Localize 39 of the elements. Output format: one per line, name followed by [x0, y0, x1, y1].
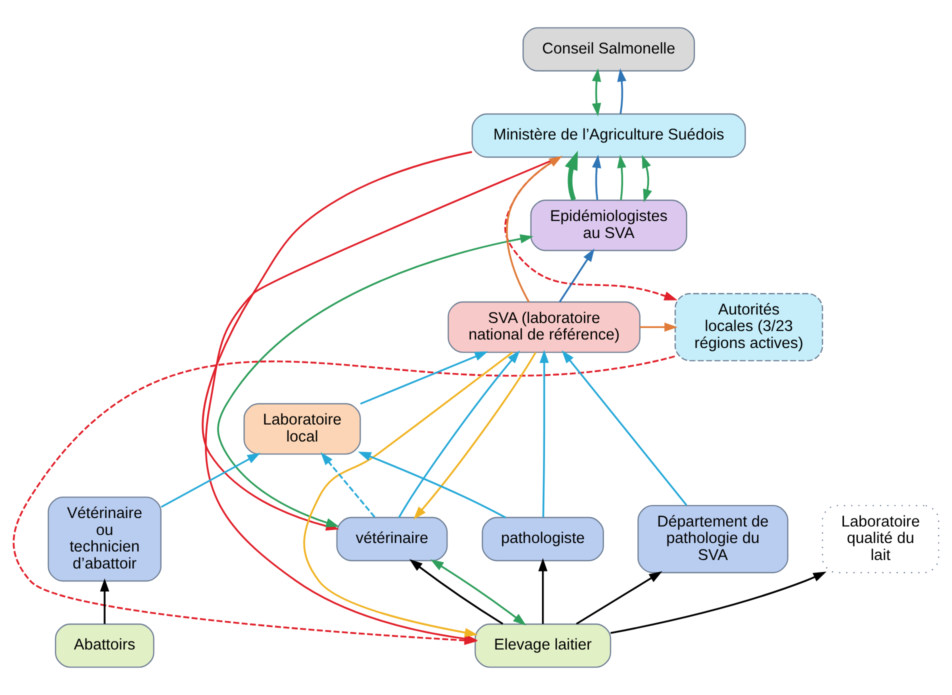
node-box: Autorités locales (3/23 régions actives) — [674, 293, 824, 362]
node-box: Ministère de l’Agriculture Suédois — [472, 113, 746, 158]
node-box: Conseil Salmonelle — [522, 27, 695, 72]
arrow — [640, 322, 678, 332]
node-box: Laboratoire local — [244, 403, 361, 455]
arrow — [358, 452, 506, 518]
arrow — [617, 68, 626, 114]
arrow — [564, 150, 578, 201]
arrow — [562, 350, 688, 506]
arrow — [398, 350, 520, 518]
node-box: pathologiste — [482, 516, 604, 562]
arrow — [540, 350, 549, 518]
node-box: SVA (laboratoire national de référence) — [448, 301, 640, 353]
arrow — [413, 352, 536, 520]
arrow — [430, 559, 526, 626]
arrow — [538, 558, 548, 624]
arrow — [100, 578, 110, 624]
arrow — [217, 234, 534, 528]
node-box: Epidémiologistes au SVA — [530, 200, 688, 252]
node-box: Laboratoire qualité du lait — [822, 504, 940, 574]
arrow — [504, 156, 678, 300]
arrow — [576, 571, 662, 625]
node-box: vétérinaire — [336, 516, 448, 562]
arrow — [320, 452, 376, 518]
node-box: Abattoirs — [54, 624, 154, 668]
arrow — [558, 248, 594, 302]
arrow — [160, 452, 261, 508]
node-box: Vétérinaire ou technicien d’abattoir — [48, 496, 162, 582]
arrow — [592, 154, 602, 200]
arrow — [617, 154, 626, 200]
arrow — [303, 352, 514, 638]
arrow — [506, 156, 562, 302]
arrow — [409, 559, 504, 625]
node-box: Elevage laitier — [474, 624, 612, 668]
arrow — [360, 351, 488, 405]
node-box: Département de pathologie du SVA — [637, 504, 788, 574]
arrow — [610, 572, 826, 634]
arrow — [592, 68, 602, 116]
arrow — [642, 154, 652, 202]
